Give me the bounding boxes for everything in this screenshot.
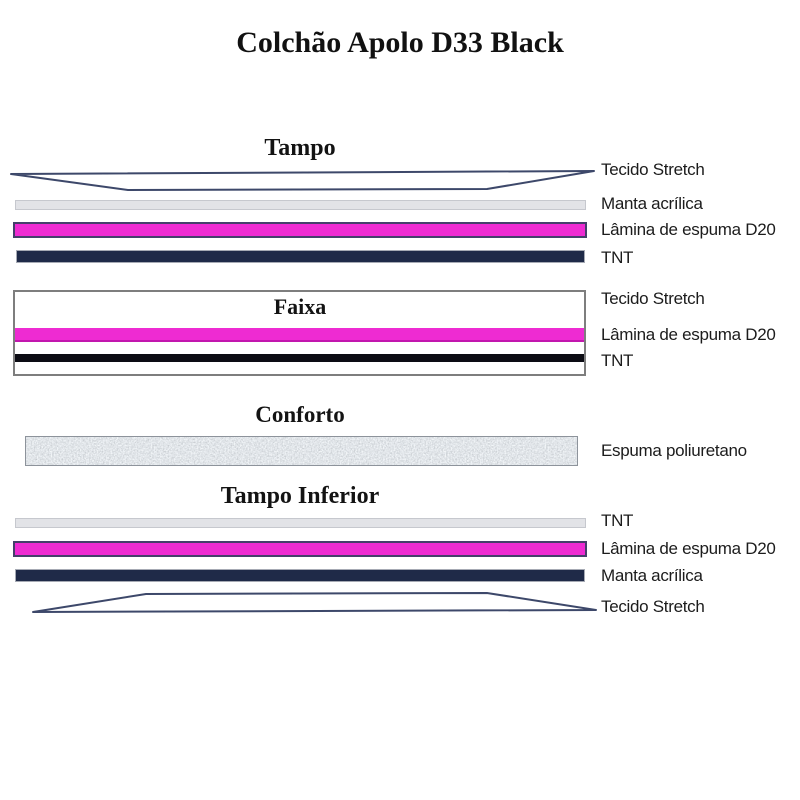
label-tnt-inferior: TNT	[601, 511, 634, 530]
label-tecido-stretch-faixa: Tecido Stretch	[601, 289, 705, 308]
label-tnt-tampo: TNT	[601, 248, 634, 267]
label-espuma-poliuretano: Espuma poliuretano	[601, 441, 747, 460]
label-espuma-d20-tampo: Lâmina de espuma D20	[601, 220, 776, 239]
label-manta-acrilica-inferior: Manta acrílica	[601, 566, 703, 585]
layer-espuma-d20-bottom	[13, 541, 587, 557]
layer-espuma-d20-faixa	[15, 328, 584, 342]
fabric-stretch-top-shape	[10, 170, 595, 191]
section-heading-tampo: Tampo	[264, 135, 336, 161]
label-manta-acrilica-tampo: Manta acrílica	[601, 194, 703, 213]
layer-manta-acrilica-bottom	[15, 569, 585, 582]
page-title: Colchão Apolo D33 Black	[236, 26, 564, 59]
label-tnt-faixa: TNT	[601, 351, 634, 370]
layer-manta-acrilica-top	[15, 200, 586, 210]
layer-espuma-poliuretano-speckled	[25, 436, 578, 466]
layer-tnt-faixa	[15, 354, 584, 362]
layer-tnt-bottom	[15, 518, 586, 528]
fabric-stretch-bottom-shape	[32, 592, 597, 613]
label-espuma-d20-inferior: Lâmina de espuma D20	[601, 539, 776, 558]
section-heading-faixa: Faixa	[273, 294, 327, 319]
section-heading-tampo-inferior: Tampo Inferior	[220, 483, 380, 509]
label-espuma-d20-faixa: Lâmina de espuma D20	[601, 325, 776, 344]
layer-espuma-d20-top	[13, 222, 587, 238]
label-tecido-stretch-inferior: Tecido Stretch	[601, 597, 705, 616]
section-heading-conforto: Conforto	[255, 402, 345, 427]
label-tecido-stretch-tampo: Tecido Stretch	[601, 160, 705, 179]
layer-tnt-top	[16, 250, 585, 263]
